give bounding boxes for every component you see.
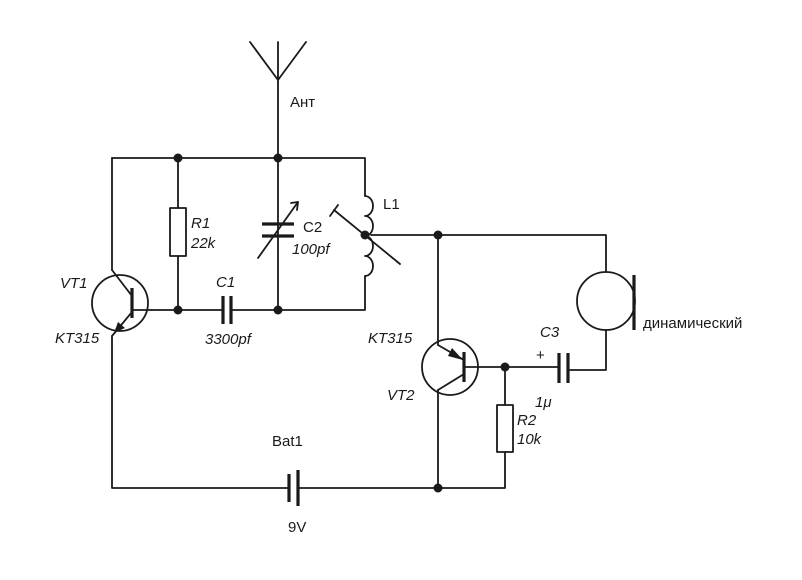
capacitor-c1 (221, 296, 233, 324)
label-r2-name: R2 (517, 412, 537, 429)
label-r1-value: 22k (190, 235, 217, 252)
label-l1-name: L1 (383, 196, 400, 213)
label-r2-value: 10k (517, 431, 543, 448)
label-vt1-name: VT1 (60, 275, 88, 292)
transistor-vt1 (91, 269, 153, 337)
label-bat-value: 9V (288, 519, 306, 536)
antenna-symbol (249, 41, 307, 81)
label-c3-name: C3 (540, 324, 560, 341)
variable-capacitor-c2 (257, 201, 299, 259)
speaker (576, 271, 636, 331)
label-vt2-name: VT2 (387, 387, 415, 404)
label-vt1-type: KT315 (55, 330, 100, 347)
resistor-r2 (496, 404, 514, 453)
label-bat-name: Bat1 (272, 433, 303, 450)
label-c3-plus: + (536, 347, 545, 364)
label-c2-value: 100pf (292, 241, 331, 258)
inductor-l1 (329, 195, 401, 277)
label-vt2-type: KT315 (368, 330, 413, 347)
resistor-r1 (169, 207, 187, 257)
transistor-vt2 (421, 338, 479, 396)
label-c1-name: C1 (216, 274, 235, 291)
label-r1-name: R1 (191, 215, 210, 232)
label-c1-value: 3300pf (205, 331, 253, 348)
battery-bat1 (287, 470, 300, 506)
junction-dots (173, 153, 510, 493)
label-c3-value: 1μ (535, 394, 552, 411)
label-antenna: Ант (290, 94, 315, 111)
label-c2-name: C2 (303, 219, 322, 236)
label-speaker: динамический (643, 315, 742, 332)
capacitor-c3 (557, 353, 570, 383)
